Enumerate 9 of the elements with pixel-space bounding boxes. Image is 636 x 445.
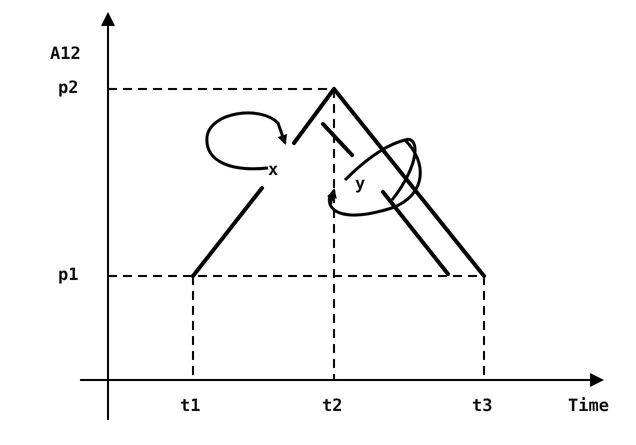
tick-label: t3 [472,398,492,415]
axis-label: Time [568,398,609,415]
curve-label: x [268,162,278,179]
tick-label: t2 [322,398,342,415]
tick-label: t1 [180,398,200,415]
axis-label: A12 [50,46,81,63]
tick-label: p1 [58,267,78,284]
tick-label: p2 [58,80,78,97]
curve-label: y [355,176,366,193]
